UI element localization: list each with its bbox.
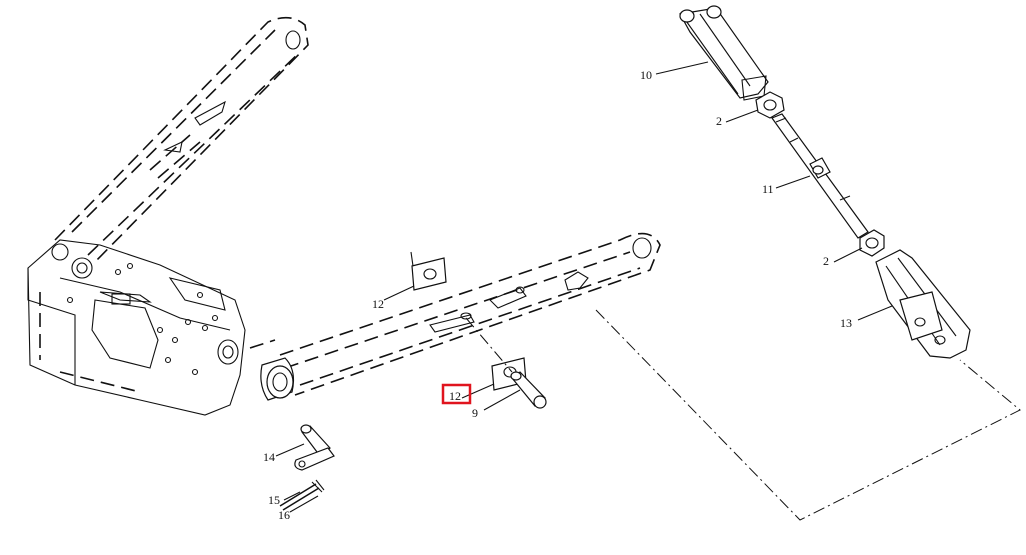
part-12-plate-upper (383, 251, 447, 301)
part-15-16-spring-pin (279, 479, 325, 513)
lift-housing (27, 239, 246, 416)
lower-arm-roller (249, 339, 295, 401)
part-13-lower-fork (857, 249, 971, 359)
label-2-lower: 2 (823, 254, 829, 268)
part-14-pin (275, 424, 335, 471)
label-16: 16 (278, 508, 290, 522)
label-13: 13 (840, 316, 852, 330)
part-9-pin (465, 317, 547, 411)
housing-bolt-holes (66, 262, 219, 376)
part-labels: 10 2 11 2 13 12 12 9 14 15 16 (263, 68, 852, 522)
label-15: 15 (268, 493, 280, 507)
part-2-nut-lower (833, 229, 885, 263)
highlight-box (441, 383, 472, 405)
part-2-nut-upper (725, 91, 785, 123)
lower-arm-phantom (279, 232, 661, 396)
label-14: 14 (263, 450, 275, 464)
assembly-guide-lines (595, 309, 1021, 521)
label-9: 9 (472, 406, 478, 420)
label-12-lower: 12 (449, 389, 461, 403)
part-11-threaded-rod (771, 113, 869, 239)
upper-arm-phantom (54, 16, 309, 263)
label-2-upper: 2 (716, 114, 722, 128)
part-10-top-fork (655, 5, 769, 101)
label-11: 11 (762, 182, 774, 196)
label-10: 10 (640, 68, 652, 82)
label-12-upper: 12 (372, 297, 384, 311)
